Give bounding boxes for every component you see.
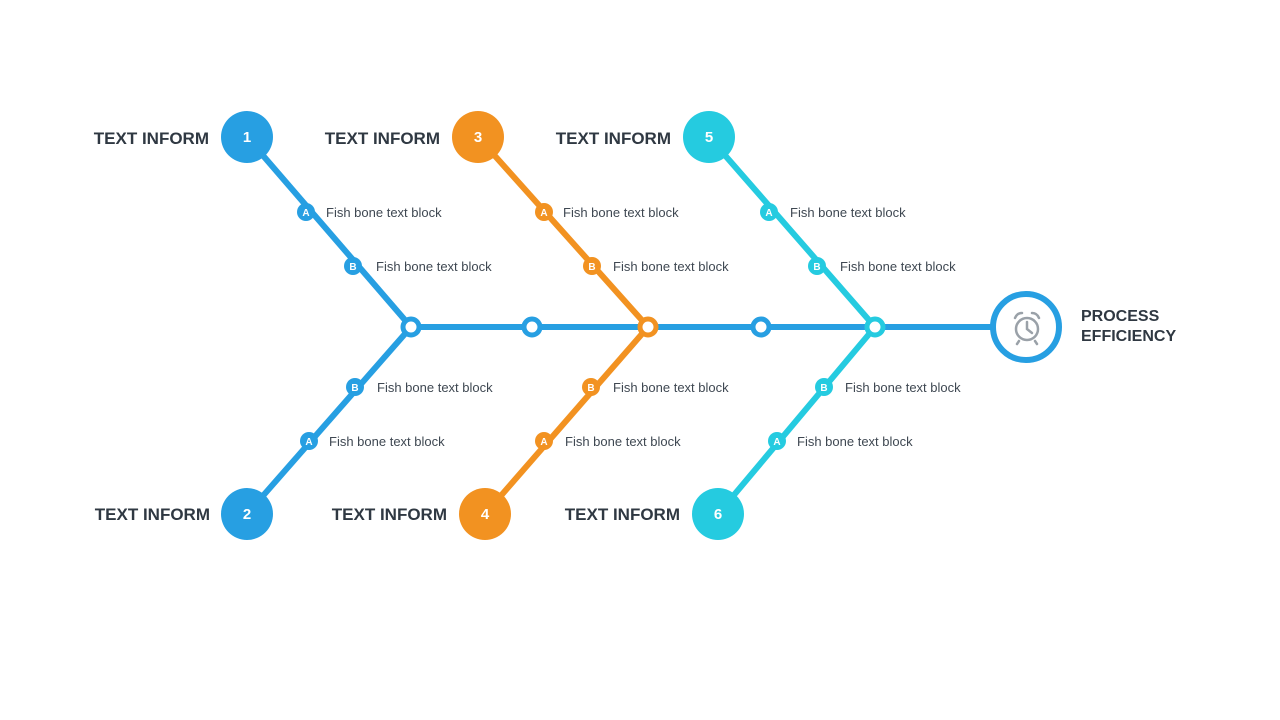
bone-line	[706, 135, 878, 329]
bone-1: 1 TEXT INFORM A Fish bone text block B F…	[94, 111, 492, 329]
sub-text: Fish bone text block	[790, 205, 906, 220]
sub-marker	[297, 203, 315, 221]
bone-number: 6	[714, 506, 722, 523]
bone-2: 2 TEXT INFORM B Fish bone text block A F…	[95, 325, 493, 540]
bone-number-circle	[459, 488, 511, 540]
spine-joint-blue	[400, 316, 422, 338]
goal-title-line1: PROCESS	[1081, 308, 1160, 325]
sub-text: Fish bone text block	[797, 434, 913, 449]
sub-marker	[535, 432, 553, 450]
bone-line	[482, 325, 651, 516]
sub-text: Fish bone text block	[845, 380, 961, 395]
sub-text: Fish bone text block	[563, 205, 679, 220]
bone-label: TEXT INFORM	[332, 505, 447, 524]
bone-label: TEXT INFORM	[95, 505, 210, 524]
bone-number: 5	[705, 129, 713, 146]
sub-text: Fish bone text block	[840, 259, 956, 274]
sub-letter: B	[587, 383, 594, 394]
bone-number: 3	[474, 129, 482, 146]
sub-text: Fish bone text block	[613, 259, 729, 274]
bone-number: 1	[243, 129, 251, 146]
sub-letter: B	[813, 262, 820, 273]
bone-number-circle	[221, 488, 273, 540]
bone-line	[715, 325, 878, 516]
sub-letter: B	[351, 383, 358, 394]
bone-label: TEXT INFORM	[565, 505, 680, 524]
sub-letter: A	[765, 208, 772, 219]
sub-marker	[760, 203, 778, 221]
sub-text: Fish bone text block	[329, 434, 445, 449]
sub-letter: A	[540, 208, 547, 219]
sub-letter: A	[302, 208, 309, 219]
sub-text: Fish bone text block	[376, 259, 492, 274]
bone-number: 2	[243, 506, 251, 523]
spine-joint-orange	[637, 316, 659, 338]
bone-number-circle	[683, 111, 735, 163]
bone-6: 6 TEXT INFORM B Fish bone text block A F…	[565, 325, 961, 540]
sub-letter: A	[305, 437, 312, 448]
bone-3: 3 TEXT INFORM A Fish bone text block B F…	[325, 111, 729, 330]
bone-number-circle	[452, 111, 504, 163]
sub-marker	[535, 203, 553, 221]
spine-node	[750, 316, 772, 338]
sub-marker	[808, 257, 826, 275]
sub-marker	[344, 257, 362, 275]
sub-letter: B	[588, 262, 595, 273]
bone-number-circle	[692, 488, 744, 540]
sub-marker	[815, 378, 833, 396]
bone-line	[475, 134, 651, 330]
sub-text: Fish bone text block	[565, 434, 681, 449]
spine-joint-cyan	[864, 316, 886, 338]
spine-node	[521, 316, 543, 338]
sub-text: Fish bone text block	[326, 205, 442, 220]
sub-letter: A	[540, 437, 547, 448]
bone-line	[244, 325, 414, 516]
bone-4: 4 TEXT INFORM B Fish bone text block A F…	[332, 325, 729, 540]
bone-5: 5 TEXT INFORM A Fish bone text block B F…	[556, 111, 956, 329]
sub-text: Fish bone text block	[377, 380, 493, 395]
alarm-clock-icon	[1013, 311, 1041, 346]
bone-label: TEXT INFORM	[325, 129, 440, 148]
sub-marker	[768, 432, 786, 450]
sub-marker	[583, 257, 601, 275]
bone-label: TEXT INFORM	[556, 129, 671, 148]
sub-letter: A	[773, 437, 780, 448]
bone-label: TEXT INFORM	[94, 129, 209, 148]
bone-line	[244, 135, 414, 329]
bone-number: 4	[481, 506, 490, 523]
goal-title-line2: EFFICIENCY	[1081, 328, 1176, 345]
sub-letter: B	[349, 262, 356, 273]
sub-letter: B	[820, 383, 827, 394]
goal-head: PROCESS EFFICIENCY	[990, 291, 1176, 363]
sub-marker	[300, 432, 318, 450]
sub-marker	[582, 378, 600, 396]
sub-text: Fish bone text block	[613, 380, 729, 395]
bone-number-circle	[221, 111, 273, 163]
sub-marker	[346, 378, 364, 396]
